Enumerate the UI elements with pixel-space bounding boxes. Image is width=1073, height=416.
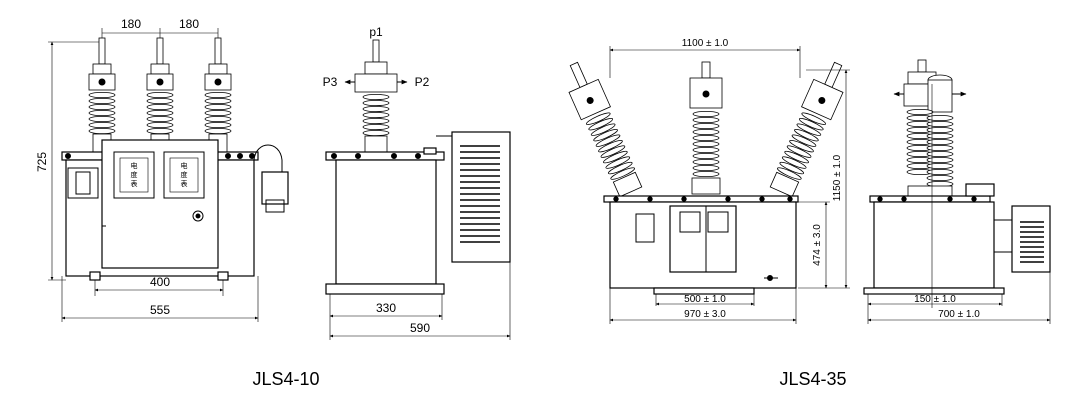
meter-label-1-line-2: 度 [131, 170, 138, 179]
terminal-p2: P2 [415, 75, 430, 89]
dim-phase-spacing-2: 180 [179, 17, 199, 31]
jls4-10-front-view: 180 180 725 [35, 17, 289, 322]
jls4-35-front-view: 1100 ± 1.0 [568, 38, 850, 324]
dim-base-35: 500 ± 1.0 [684, 294, 726, 305]
dim-height-35: 1150 ± 1.0 [832, 154, 843, 201]
meter-label-1-line-1: 电 [131, 161, 138, 170]
caption-jls4-10: JLS4-10 [252, 369, 319, 389]
insulator-center [689, 61, 723, 195]
dim-span: 1100 ± 1.0 [682, 38, 729, 49]
dim-width-35: 970 ± 3.0 [684, 309, 726, 320]
jls4-35-side-view: 150 ± 1.0 700 ± 1.0 [863, 59, 1051, 324]
meter-label-2-line-3: 表 [181, 179, 188, 188]
insulator-phase-1 [88, 37, 116, 153]
side-dim-base: 330 [376, 301, 396, 315]
insulator-side-front [926, 115, 954, 188]
insulator-phase-2 [146, 37, 174, 153]
side-dim-base-35: 150 ± 1.0 [914, 294, 956, 305]
vent-louvers [460, 145, 500, 243]
insulator-right-tilted [769, 61, 844, 198]
insulator-left-tilted [568, 61, 643, 198]
insulator-phase-3 [204, 37, 232, 153]
jls4-10-side-view: p1 P3 P2 3 [323, 25, 511, 340]
side-dim-width: 590 [410, 321, 430, 335]
meter-label-2-line-1: 电 [181, 161, 188, 170]
dim-height: 725 [35, 152, 49, 172]
dim-width: 555 [150, 303, 170, 317]
terminal-p3: P3 [323, 75, 338, 89]
caption-jls4-35: JLS4-35 [779, 369, 846, 389]
meter-label-2-line-2: 度 [181, 170, 188, 179]
dim-phase-spacing-1: 180 [121, 17, 141, 31]
lock-icon [192, 210, 204, 222]
dim-base: 400 [150, 275, 170, 289]
dim-tank-height: 474 ± 3.0 [812, 224, 823, 266]
meter-label-1-line-3: 表 [131, 179, 138, 188]
terminal-p1: p1 [369, 25, 383, 39]
side-dim-width-35: 700 ± 1.0 [938, 309, 980, 320]
side-cabinet-louvers [1020, 221, 1044, 263]
